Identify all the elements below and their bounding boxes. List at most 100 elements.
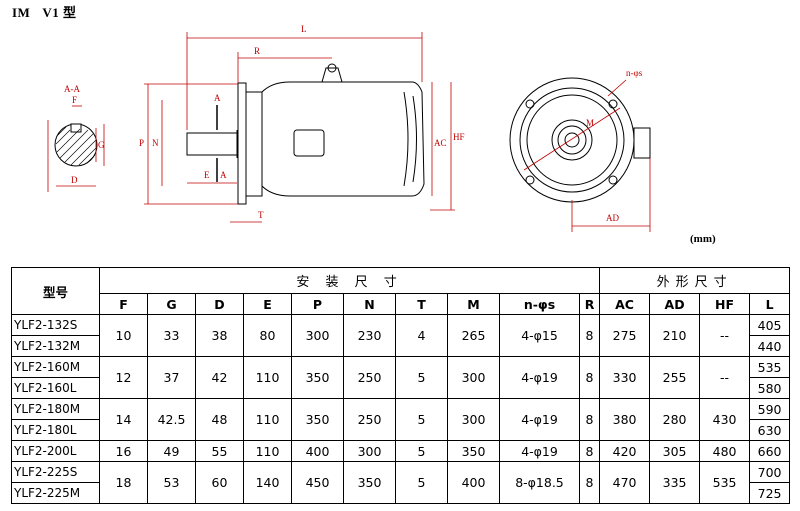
table-cell: 255	[649, 356, 701, 399]
shaft	[186, 132, 238, 156]
flange-neck	[245, 91, 263, 197]
table-cell: 300	[447, 398, 500, 441]
table-cell: 8-φ18.5	[499, 461, 580, 504]
model-cell: YLF2-132M	[11, 335, 100, 357]
model-cell: YLF2-180M	[11, 398, 100, 420]
table-cell: 4-φ19	[499, 440, 580, 462]
section-marker-top: A	[214, 93, 221, 103]
dim-label-r: R	[254, 46, 260, 56]
dim-label-e: E	[204, 170, 210, 180]
section-marker-bottom: A	[220, 170, 227, 180]
column-header: E	[243, 293, 292, 315]
table-cell: 230	[343, 314, 396, 357]
table-cell: 53	[147, 461, 196, 504]
dim-label-p: P	[139, 138, 144, 148]
bolt-hole	[525, 175, 535, 185]
table-cell: 300	[343, 440, 396, 462]
dim-label-f: F	[72, 95, 77, 105]
table-cell: 210	[649, 314, 701, 357]
length-cell: 440	[749, 335, 791, 357]
column-header: M	[447, 293, 500, 315]
table-cell: 14	[99, 398, 148, 441]
dim-label-t: T	[258, 210, 264, 220]
column-header: R	[578, 293, 601, 315]
terminal-box-front	[633, 127, 651, 159]
dim-label-ad: AD	[606, 213, 619, 223]
table-cell: 10	[99, 314, 148, 357]
table-cell: 5	[395, 398, 448, 441]
dim-label-ac: AC	[434, 138, 447, 148]
length-cell: 535	[749, 356, 791, 378]
bolt-hole	[608, 99, 618, 109]
table-cell: 400	[291, 440, 344, 462]
table-cell: 350	[447, 440, 500, 462]
column-header: G	[147, 293, 196, 315]
length-cell: 660	[749, 440, 791, 462]
table-cell: 12	[99, 356, 148, 399]
table-cell: 16	[99, 440, 148, 462]
table-cell: 48	[195, 398, 244, 441]
column-header: HF	[699, 293, 751, 315]
dim-label-l: L	[301, 24, 307, 34]
table-cell: 380	[599, 398, 651, 441]
model-cell: YLF2-200L	[11, 440, 100, 462]
table-cell: 55	[195, 440, 244, 462]
table-cell: 300	[291, 314, 344, 357]
table-cell: 350	[343, 461, 396, 504]
table-cell: 37	[147, 356, 196, 399]
table-row: YLF2-225S 18 53 60 140 450 350 5 400 8-φ…	[11, 461, 791, 504]
model-cell: YLF2-160M	[11, 356, 100, 378]
unit-label: (mm)	[690, 233, 716, 245]
table-cell: 33	[147, 314, 196, 357]
length-cell: 700	[749, 461, 791, 483]
length-cell: 630	[749, 419, 791, 441]
table-cell: 4	[395, 314, 448, 357]
table-cell: 42	[195, 356, 244, 399]
table-cell: 4-φ19	[499, 398, 580, 441]
section-label: A-A	[64, 84, 80, 94]
table-row: YLF2-160M 12 37 42 110 350 250 5 300 4-φ…	[11, 356, 791, 399]
model-cell: YLF2-132S	[11, 314, 100, 336]
table-cell: 250	[343, 398, 396, 441]
model-header: 型号	[11, 267, 100, 315]
table-cell: 305	[649, 440, 701, 462]
motor-body	[261, 81, 425, 197]
motor-drawing: A-A F G D L R P N E A A T AC	[47, 24, 651, 232]
table-cell: 5	[395, 356, 448, 399]
mounting-flange	[237, 82, 247, 205]
table-cell: 60	[195, 461, 244, 504]
table-cell: 5	[395, 440, 448, 462]
column-header: N	[343, 293, 396, 315]
table-cell: 8	[578, 461, 601, 504]
table-cell: 400	[447, 461, 500, 504]
lifting-eye	[321, 67, 343, 83]
install-dimensions-header: 安 装 尺 寸	[98, 267, 601, 294]
column-header: D	[195, 293, 244, 315]
table-cell: 265	[447, 314, 500, 357]
length-cell: 580	[749, 377, 791, 399]
dimension-table: 型号 安 装 尺 寸 外形尺寸 F G D E P N T M n-φs R A…	[11, 267, 791, 504]
table-cell: 470	[599, 461, 651, 504]
table-cell: 4-φ19	[499, 356, 580, 399]
dim-label-g: G	[98, 140, 105, 150]
side-dimension-lines	[144, 32, 455, 223]
column-header: n-φs	[499, 293, 580, 315]
table-cell: --	[699, 356, 751, 399]
table-row: YLF2-200L 16 49 55 110 400 300 5 350 4-φ…	[11, 440, 791, 462]
column-header: F	[99, 293, 148, 315]
table-row: YLF2-132M 440	[11, 335, 791, 357]
front-dimension-lines	[523, 79, 651, 232]
front-view	[509, 77, 651, 203]
table-row: YLF2-160L 580	[11, 377, 791, 399]
table-row: YLF2-132S 10 33 38 80 300 230 4 265 4-φ1…	[11, 314, 791, 357]
table-cell: 480	[699, 440, 751, 462]
shaft-section-view	[54, 123, 98, 167]
column-header: AC	[599, 293, 651, 315]
key-slot	[70, 123, 82, 133]
bolt-hole	[525, 99, 535, 109]
table-cell: 275	[599, 314, 651, 357]
dim-label-n: N	[152, 138, 159, 148]
table-cell: 8	[578, 314, 601, 357]
mount-label: IM	[12, 5, 31, 20]
table-cell: 38	[195, 314, 244, 357]
